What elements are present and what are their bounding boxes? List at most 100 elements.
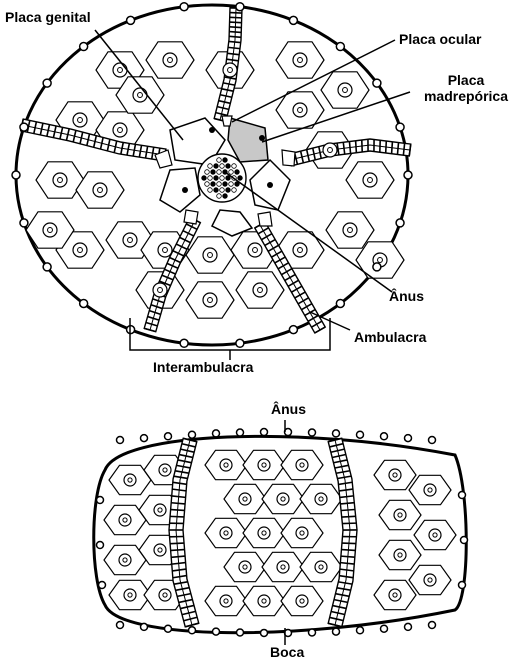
test-lateral-view xyxy=(94,420,468,645)
label-placa-genital: Placa genital xyxy=(5,9,91,25)
tubercle-side xyxy=(394,509,406,521)
periproct-plate xyxy=(208,176,213,181)
spine-base xyxy=(20,123,28,131)
spine-base-side xyxy=(97,542,104,549)
tubercle-side xyxy=(296,595,308,607)
periproct-plate xyxy=(220,188,225,193)
tubercle-side xyxy=(258,459,270,471)
tubercle xyxy=(338,83,352,97)
tubercle xyxy=(293,243,307,257)
spine-base xyxy=(12,171,20,179)
spine-base-side xyxy=(117,622,124,629)
periproct-plate xyxy=(226,164,231,169)
gonopore-3 xyxy=(267,182,273,188)
tubercle-side xyxy=(239,561,251,573)
spine-base xyxy=(336,43,344,51)
tubercle-side xyxy=(220,595,232,607)
label-anus-side: Ânus xyxy=(271,401,306,417)
spine-base-side xyxy=(357,627,364,634)
spine-base-side xyxy=(165,433,172,440)
tubercle-side xyxy=(124,474,136,486)
periproct-plate xyxy=(217,158,222,163)
spine-base-side xyxy=(237,429,244,436)
tubercle xyxy=(323,143,337,157)
tubercle xyxy=(163,53,177,67)
tubercle xyxy=(363,173,377,187)
spine-base xyxy=(236,339,244,347)
periproct-plate xyxy=(220,164,225,169)
tubercle xyxy=(253,283,267,297)
spine-base xyxy=(289,326,297,334)
tubercle xyxy=(343,223,357,237)
label-ambulacra: Ambulacra xyxy=(354,329,426,345)
label-interambulacra: Interambulacra xyxy=(153,359,253,375)
spine-base xyxy=(127,16,135,24)
periproct-plate xyxy=(214,188,219,193)
tubercle-side xyxy=(124,589,136,601)
tubercle-side xyxy=(258,527,270,539)
tubercle xyxy=(113,123,127,137)
periproct-plate xyxy=(208,164,213,169)
spine-base xyxy=(43,79,51,87)
tubercle-side xyxy=(220,527,232,539)
spine-base-side xyxy=(165,625,172,632)
spine-base-side xyxy=(99,582,106,589)
tubercle-side xyxy=(154,504,166,516)
periproct-plate xyxy=(223,194,228,199)
spine-base-side xyxy=(405,623,412,630)
periproct-plate xyxy=(226,176,231,181)
spine-base xyxy=(180,3,188,11)
spine-base-side xyxy=(461,537,468,544)
spine-base-side xyxy=(141,623,148,630)
spine-base-side xyxy=(381,625,388,632)
spine-base-side xyxy=(117,437,124,444)
spine-base-side xyxy=(459,582,466,589)
periproct-plate xyxy=(211,170,216,175)
tubercle xyxy=(158,243,172,257)
periproct-plate xyxy=(217,194,222,199)
tubercle-side xyxy=(277,561,289,573)
tubercle-side xyxy=(296,527,308,539)
ocular-plate-5 xyxy=(258,212,272,226)
tubercle xyxy=(293,103,307,117)
spine-base-side xyxy=(309,629,316,636)
spine-base xyxy=(80,299,88,307)
test-aboral-view xyxy=(12,3,412,360)
label-boca: Boca xyxy=(270,644,304,660)
tubercle xyxy=(153,283,167,297)
gonopore-5 xyxy=(182,187,188,193)
gonopore-2 xyxy=(259,135,265,141)
tubercle xyxy=(223,63,237,77)
spine-base-side xyxy=(333,430,340,437)
spine-base-side xyxy=(261,429,268,436)
tubercle-side xyxy=(258,595,270,607)
spine-base-side xyxy=(141,435,148,442)
periproct-plate xyxy=(229,182,234,187)
spine-base xyxy=(396,219,404,227)
label-placa-madreporica-line2: madrepórica xyxy=(410,88,522,104)
spine-base-side xyxy=(189,431,196,438)
spine-base-side xyxy=(261,629,268,636)
spine-base xyxy=(236,3,244,11)
spine-base xyxy=(404,171,412,179)
tubercle xyxy=(248,243,262,257)
tubercle xyxy=(43,223,57,237)
periproct-plate xyxy=(220,176,225,181)
periproct-plate xyxy=(226,188,231,193)
tubercle xyxy=(53,173,67,187)
spine-base xyxy=(289,16,297,24)
spine-base-side xyxy=(429,437,436,444)
ocular-plate-3 xyxy=(282,150,295,166)
spine-base-side xyxy=(213,628,220,635)
gonopore-1 xyxy=(209,127,215,133)
spine-base xyxy=(373,263,381,271)
spine-base xyxy=(373,79,381,87)
tubercle xyxy=(133,88,147,102)
tubercle-side xyxy=(159,464,171,476)
spine-base-side xyxy=(213,430,220,437)
tubercle-side xyxy=(389,589,401,601)
periproct-plate xyxy=(232,188,237,193)
tubercle-side xyxy=(220,459,232,471)
tubercle xyxy=(203,293,217,307)
